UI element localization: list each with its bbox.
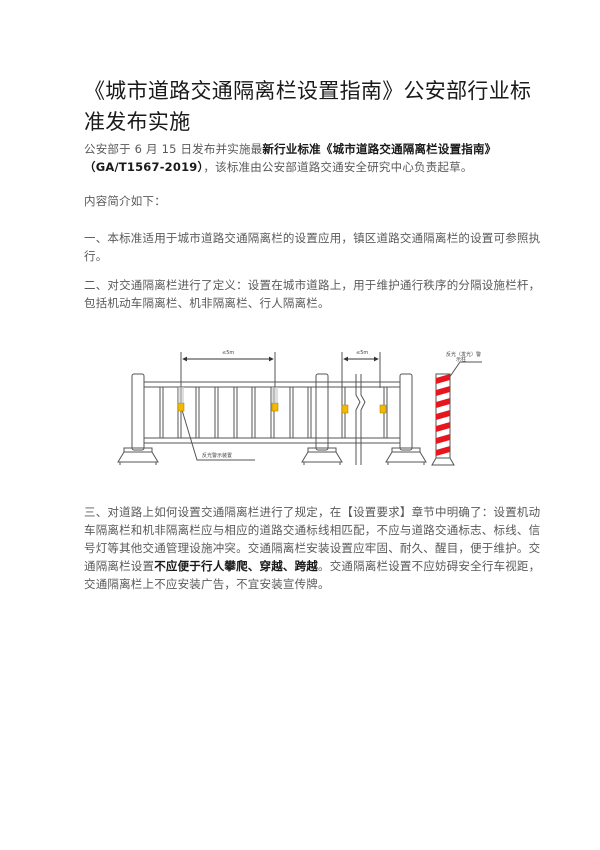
- point-two-paragraph: 二、对交通隔离栏进行了定义：设置在城市道路上，用于维护通行秩序的分隔设施栏杆，包…: [84, 278, 541, 310]
- intro-paragraph: 公安部于 6 月 15 日发布并实施最新行业标准《城市道路交通隔离栏设置指南》（…: [84, 140, 544, 176]
- dimension-label-1: ≤5m: [222, 350, 234, 356]
- post-label-line1: 反光（发光）警: [446, 351, 481, 358]
- red-stripes: [436, 374, 450, 456]
- dimension-label-2: ≤5m: [356, 350, 368, 356]
- page-title: 《城市道路交通隔离栏设置指南》公安部行业标准发布实施: [84, 79, 532, 134]
- summary-label: 内容简介如下：: [84, 194, 166, 208]
- reflector-label: 反光警示装置: [202, 452, 232, 459]
- point-three-bold: 不应便于行人攀爬、穿越、跨越: [154, 559, 319, 573]
- intro-text-1: 公安部于 6 月 15 日发布并实施最: [84, 142, 263, 156]
- point-three-text-1: 三、对道路上如何设置交通隔离栏进行了规定，在【设置要求】章节中明确了：设置机动车…: [84, 505, 541, 573]
- reflector-marks: [177, 402, 387, 414]
- fence-diagram: ≤5m ≤5m 反光警示装置 反光（发光）警 示柱: [117, 350, 482, 466]
- point-three-text-2: 。交通隔离栏设置不应妨碍安全行车视距，交通隔离栏上不应安装广告，不宜安装宣传牌。: [84, 559, 541, 591]
- point-one-paragraph: 一、本标准适用于城市道路交通隔离栏的设置应用，镇区道路交通隔离栏的设置可参照执行…: [84, 231, 541, 263]
- article: 《城市道路交通隔离栏设置指南》公安部行业标准发布实施 公安部于 6 月 15 日…: [84, 76, 544, 591]
- post-label-line2: 示柱: [456, 356, 466, 363]
- point-three-paragraph: 三、对道路上如何设置交通隔离栏进行了规定，在【设置要求】章节中明确了：设置机动车…: [84, 503, 544, 593]
- intro-text-2: ，该标准由公安部道路交通安全研究中心负责起草。: [203, 160, 473, 174]
- intro-bold-standard: 新行业标准《城市道路交通隔离栏设置指南》（GA/T1567-2019）: [84, 142, 497, 174]
